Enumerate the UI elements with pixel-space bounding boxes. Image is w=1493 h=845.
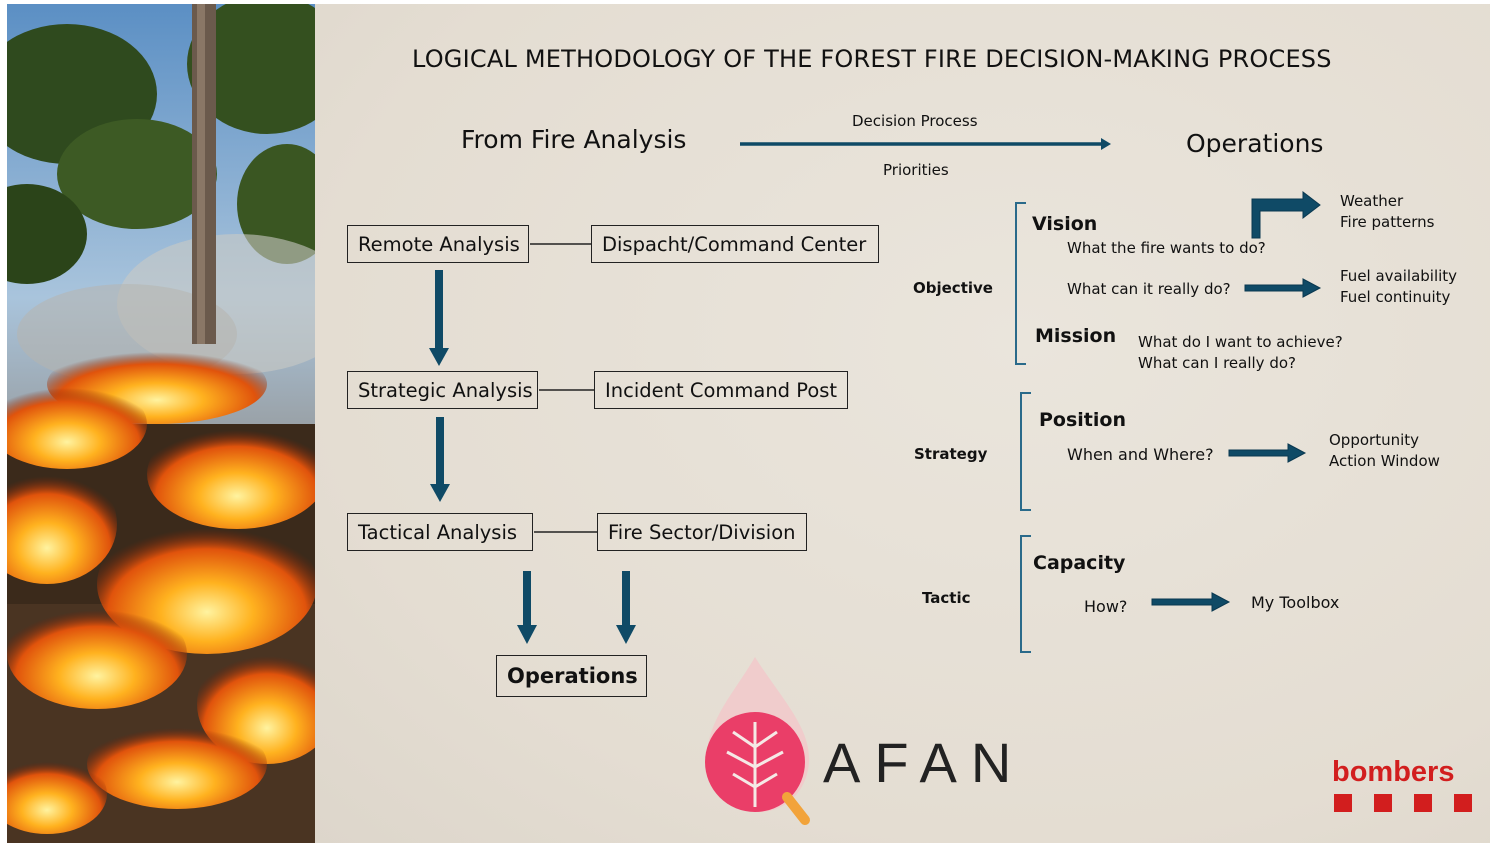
flow-to-label: Operations: [1186, 129, 1324, 158]
toolbox-arrow: [1151, 592, 1231, 612]
forest-fire-photo: [7, 4, 315, 843]
remote-analysis-box: Remote Analysis: [347, 225, 529, 263]
strategy-result-action-window: Action Window: [1329, 452, 1440, 470]
objective-bracket: [1015, 202, 1026, 365]
strategic-analysis-box: Strategic Analysis: [347, 371, 538, 409]
flow-above-arrow-label: Decision Process: [852, 112, 978, 130]
mission-question-2: What can I really do?: [1138, 354, 1296, 372]
objective-label: Objective: [913, 279, 993, 297]
down-arrow-3: [517, 571, 537, 644]
vision-heading: Vision: [1032, 213, 1098, 235]
capacity-heading: Capacity: [1033, 552, 1126, 574]
mission-question-1: What do I want to achieve?: [1138, 333, 1343, 351]
diagram-panel: LOGICAL METHODOLOGY OF THE FOREST FIRE D…: [315, 4, 1490, 843]
vision-result-weather: Weather: [1340, 192, 1404, 210]
position-heading: Position: [1039, 409, 1126, 431]
afan-leaf-icon: [705, 657, 810, 825]
tactic-label: Tactic: [922, 589, 971, 607]
tactical-analysis-box: Tactical Analysis: [347, 513, 533, 551]
position-arrow: [1228, 443, 1307, 463]
strategy-result-opportunity: Opportunity: [1329, 431, 1420, 449]
vision-result-fuel-continuity: Fuel continuity: [1340, 288, 1451, 306]
vision-result-fire-patterns: Fire patterns: [1340, 213, 1435, 231]
strategy-question: When and Where?: [1067, 445, 1214, 464]
bombers-squares-icon: [1334, 794, 1472, 812]
incident-command-post-box: Incident Command Post: [594, 371, 848, 409]
page-title: LOGICAL METHODOLOGY OF THE FOREST FIRE D…: [412, 45, 1332, 73]
strategy-label: Strategy: [914, 445, 988, 463]
down-arrow-2: [430, 417, 450, 502]
bent-arrow: [1251, 190, 1321, 239]
vision-question-1: What the fire wants to do?: [1067, 239, 1266, 257]
flow-from-label: From Fire Analysis: [461, 125, 687, 154]
fuel-arrow: [1244, 278, 1322, 298]
tactic-bracket: [1020, 535, 1031, 653]
bombers-logo: bombers: [1332, 756, 1482, 816]
tactic-result-toolbox: My Toolbox: [1251, 593, 1340, 612]
mission-heading: Mission: [1035, 325, 1117, 347]
operations-result-box: Operations: [496, 655, 647, 697]
flow-below-arrow-label: Priorities: [883, 161, 949, 179]
down-arrow-4: [616, 571, 636, 644]
afan-wordmark: AFAN: [823, 731, 1026, 794]
dispatch-command-center-box: Dispacht/Command Center: [591, 225, 879, 263]
afan-logo: AFAN: [695, 652, 1025, 832]
vision-result-fuel-availability: Fuel availability: [1340, 267, 1458, 285]
down-arrow-1: [429, 270, 449, 366]
bombers-wordmark: bombers: [1332, 756, 1455, 788]
fire-sector-division-box: Fire Sector/Division: [597, 513, 807, 551]
strategy-bracket: [1020, 392, 1031, 511]
vision-question-2: What can it really do?: [1067, 280, 1231, 298]
slide: LOGICAL METHODOLOGY OF THE FOREST FIRE D…: [7, 4, 1490, 843]
connectors: [429, 138, 1322, 653]
tactic-question: How?: [1084, 597, 1128, 616]
